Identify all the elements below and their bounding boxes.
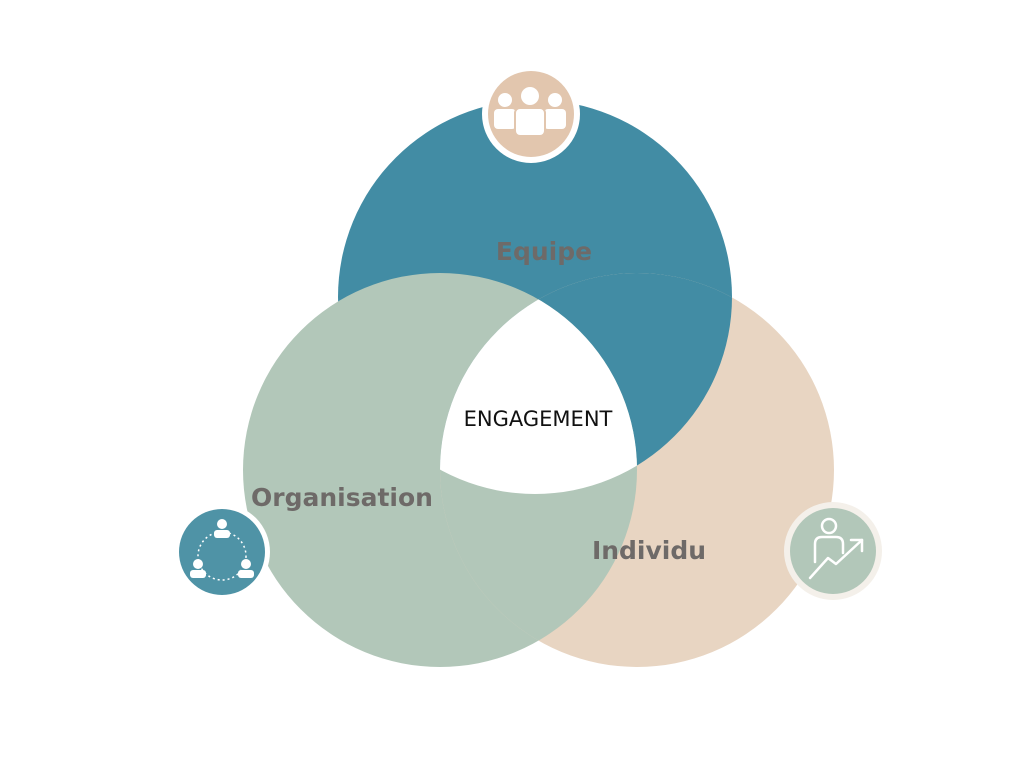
label-individu: Individu: [592, 536, 706, 565]
engagement-center: [440, 273, 637, 494]
label-equipe: Equipe: [496, 237, 592, 266]
network-icon: [174, 504, 270, 600]
label-organisation: Organisation: [251, 483, 433, 512]
label-engagement: ENGAGEMENT: [464, 407, 613, 431]
growth-icon: [784, 502, 882, 600]
team-icon: [482, 65, 580, 163]
